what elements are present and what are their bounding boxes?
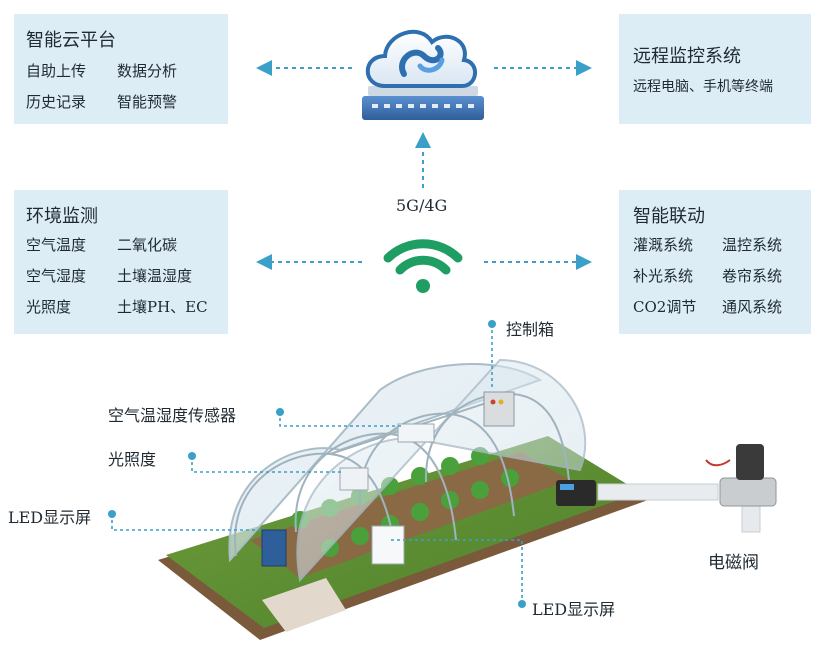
remote-monitor-title: 远程监控系统 [633,46,741,67]
remote-monitor-panel: 远程监控系统 远程电脑、手机等终端 [619,14,811,124]
solenoid-valve-icon [705,444,777,507]
link-item: 温控系统 [722,236,783,254]
link-item: CO2调节 [633,298,697,316]
callout-control-box: 控制箱 [506,320,555,339]
env-item: 二氧化碳 [117,236,178,254]
link-item: 补光系统 [633,267,694,285]
cloud-item: 智能预警 [117,93,178,111]
network-label: 5G/4G [396,196,448,215]
smart-link-panel: 智能联动 灌溉系统 温控系统 补光系统 卷帘系统 CO2调节 通风系统 [619,190,811,334]
callout-led-left: LED显示屏 [8,508,92,527]
env-item: 空气湿度 [26,267,87,285]
env-item: 土壤PH、EC [117,298,208,316]
callout-air-sensor: 空气温湿度传感器 [108,406,237,425]
cloud-item: 历史记录 [26,93,87,111]
env-item: 光照度 [26,298,72,316]
callout-lines [111,324,523,604]
link-item: 灌溉系统 [633,236,694,254]
greenhouse-illustration [158,358,777,640]
link-item: 通风系统 [722,298,783,316]
env-item: 土壤温湿度 [117,267,193,285]
smart-link-title: 智能联动 [633,206,705,227]
wifi-icon [383,239,463,293]
cloud-item: 数据分析 [117,62,178,80]
callout-light: 光照度 [108,450,157,469]
remote-item: 远程电脑、手机等终端 [633,79,773,95]
link-item: 卷帘系统 [722,267,783,285]
callout-dots [108,320,526,608]
callout-led-bottom: LED显示屏 [532,600,616,619]
env-monitor-title: 环境监测 [26,206,98,227]
cloud-platform-title: 智能云平台 [26,30,116,51]
callout-valve: 电磁阀 [708,553,759,573]
env-monitor-panel: 环境监测 空气温度 二氧化碳 空气湿度 土壤温湿度 光照度 土壤PH、EC [14,190,228,334]
cloud-platform-panel: 智能云平台 自助上传 数据分析 历史记录 智能预警 [14,14,228,124]
env-item: 空气温度 [26,236,87,254]
cloud-item: 自助上传 [26,62,87,80]
flow-arrows [256,60,592,270]
cloud-server-icon [362,29,484,120]
